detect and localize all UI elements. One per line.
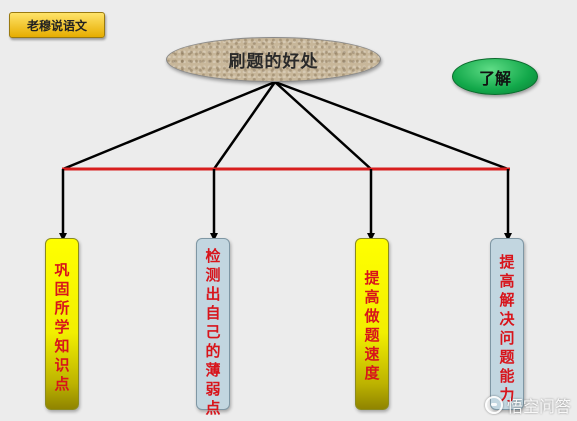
branch-char: 度 xyxy=(364,364,380,382)
branch-char: 高 xyxy=(499,272,515,290)
branch-box-4-label: 提高解决问题能力 xyxy=(499,253,514,405)
branch-box-4: 提高解决问题能力 xyxy=(490,238,524,410)
branch-char: 提 xyxy=(364,269,380,287)
branch-char: 速 xyxy=(364,345,380,363)
branch-char: 解 xyxy=(499,291,515,309)
branch-char: 决 xyxy=(499,310,515,328)
branch-char: 点 xyxy=(54,375,70,393)
branch-char: 弱 xyxy=(205,380,221,398)
branch-char: 识 xyxy=(54,356,70,374)
branch-char: 题 xyxy=(364,326,380,344)
branch-box-1: 巩固所学知识点 xyxy=(45,238,79,410)
branch-char: 学 xyxy=(54,318,70,336)
branch-char: 的 xyxy=(205,342,221,360)
branch-box-1-label: 巩固所学知识点 xyxy=(54,261,69,394)
branch-char: 出 xyxy=(205,285,221,303)
branch-char: 固 xyxy=(54,280,70,298)
branch-box-3-label: 提高做题速度 xyxy=(364,269,379,383)
branch-char: 能 xyxy=(499,367,515,385)
watermark-text: 悟空问答 xyxy=(506,397,571,416)
branch-char: 知 xyxy=(54,337,70,355)
root-link-3 xyxy=(274,81,372,170)
watermark: 悟空问答 xyxy=(484,393,571,417)
branch-char: 问 xyxy=(499,329,515,347)
author-tag: 老穆说语文 xyxy=(9,12,105,38)
learn-button-label: 了解 xyxy=(478,68,511,88)
branch-box-2-label: 检测出自己的薄弱点 xyxy=(205,247,220,418)
branch-char: 提 xyxy=(499,253,515,271)
branch-char: 点 xyxy=(205,399,221,417)
branch-box-2: 检测出自己的薄弱点 xyxy=(196,238,230,417)
root-link-2 xyxy=(212,81,277,170)
branch-char: 薄 xyxy=(205,361,221,379)
wukong-icon xyxy=(484,396,503,414)
root-link-4 xyxy=(274,80,509,171)
learn-button[interactable]: 了解 xyxy=(452,58,538,95)
root-link-1 xyxy=(62,80,276,171)
branch-char: 巩 xyxy=(54,261,70,279)
branch-char: 己 xyxy=(205,323,221,341)
root-node-label: 刷题的好处 xyxy=(228,52,319,72)
branch-char: 自 xyxy=(205,304,221,322)
branch-char: 做 xyxy=(364,307,380,325)
root-node: 刷题的好处 xyxy=(166,37,381,82)
branch-char: 题 xyxy=(499,348,515,366)
branch-char: 高 xyxy=(364,288,380,306)
author-tag-text: 老穆说语文 xyxy=(26,18,87,33)
branch-char: 检 xyxy=(205,247,221,265)
branch-char: 力 xyxy=(499,386,515,404)
branch-box-3: 提高做题速度 xyxy=(355,238,389,410)
branch-char: 测 xyxy=(205,266,221,284)
branch-char: 所 xyxy=(54,299,70,317)
